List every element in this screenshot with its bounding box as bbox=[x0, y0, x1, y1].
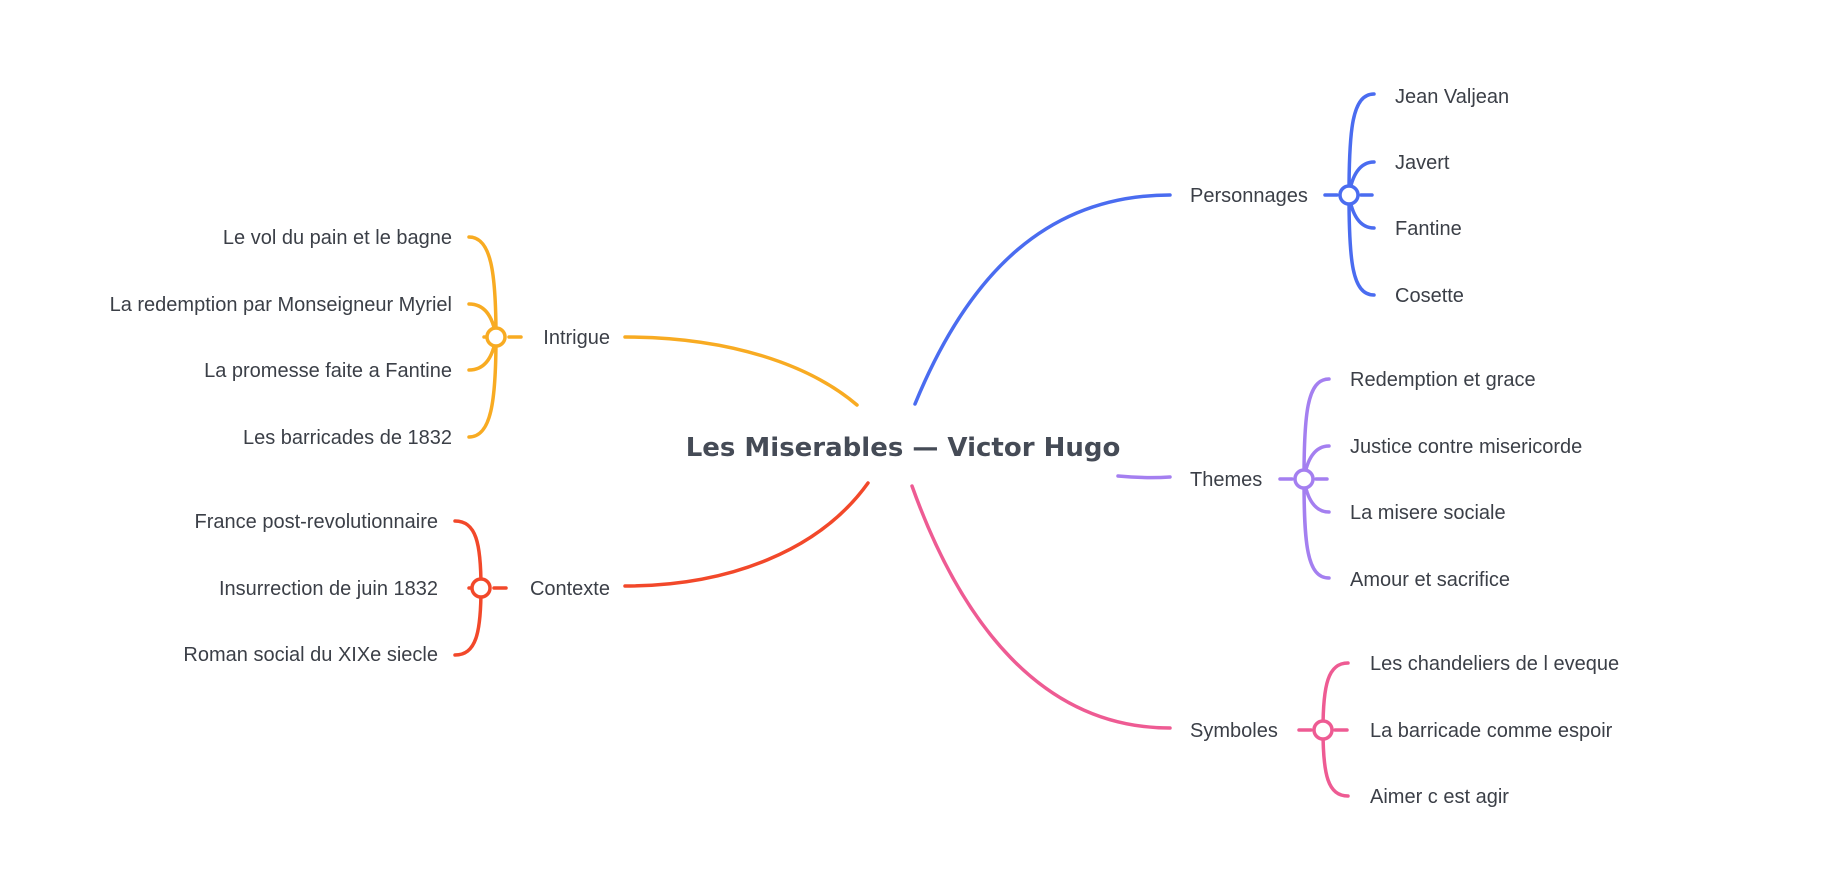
leaf-la-misere-sociale[interactable]: La misere sociale bbox=[1350, 502, 1506, 524]
branch-personnages: Personnages Jean Valjean Javert Fantine … bbox=[1190, 86, 1509, 307]
sub-connectors-symboles bbox=[1321, 661, 1350, 798]
leaf-amour-et-sacrifice[interactable]: Amour et sacrifice bbox=[1350, 569, 1510, 591]
leaf-aimer-c-est-agir[interactable]: Aimer c est agir bbox=[1370, 786, 1509, 808]
branch-label-themes[interactable]: Themes bbox=[1190, 469, 1262, 491]
central-topic[interactable]: Les Miserables — Victor Hugo bbox=[686, 433, 1121, 463]
leaf-la-redemption-myriel[interactable]: La redemption par Monseigneur Myriel bbox=[110, 294, 452, 316]
leaf-la-barricade-comme-espoir[interactable]: La barricade comme espoir bbox=[1370, 720, 1613, 742]
branch-knob-intrigue[interactable] bbox=[485, 326, 507, 348]
connector-personnages bbox=[913, 193, 1172, 406]
leaf-le-vol-du-pain[interactable]: Le vol du pain et le bagne bbox=[223, 227, 452, 249]
leaf-insurrection-juin-1832[interactable]: Insurrection de juin 1832 bbox=[219, 578, 438, 600]
branch-contexte: Contexte France post-revolutionnaire Ins… bbox=[183, 511, 610, 666]
sub-connectors-themes bbox=[1302, 377, 1331, 580]
connector-contexte bbox=[623, 481, 870, 588]
branch-symboles: Symboles Les chandeliers de l eveque La … bbox=[1190, 653, 1619, 808]
leaf-france-post-revolutionnaire[interactable]: France post-revolutionnaire bbox=[195, 511, 438, 533]
leaf-justice-contre-misericorde[interactable]: Justice contre misericorde bbox=[1350, 436, 1582, 458]
sub-connectors-personnages bbox=[1347, 92, 1376, 297]
branch-label-personnages[interactable]: Personnages bbox=[1190, 185, 1308, 207]
branch-label-intrigue[interactable]: Intrigue bbox=[543, 327, 610, 349]
leaf-les-barricades-1832[interactable]: Les barricades de 1832 bbox=[243, 427, 452, 449]
branch-label-symboles[interactable]: Symboles bbox=[1190, 720, 1278, 742]
leaf-cosette[interactable]: Cosette bbox=[1395, 285, 1464, 307]
branch-knob-personnages[interactable] bbox=[1338, 184, 1360, 206]
branch-label-contexte[interactable]: Contexte bbox=[530, 578, 610, 600]
leaf-les-chandeliers[interactable]: Les chandeliers de l eveque bbox=[1370, 653, 1619, 675]
branch-intrigue: Intrigue Le vol du pain et le bagne La r… bbox=[110, 227, 610, 449]
leaf-fantine[interactable]: Fantine bbox=[1395, 218, 1462, 240]
branch-knob-contexte[interactable] bbox=[470, 577, 492, 599]
connector-symboles bbox=[910, 484, 1172, 730]
branch-knob-themes[interactable] bbox=[1293, 468, 1315, 490]
connector-intrigue bbox=[623, 335, 859, 407]
branch-knob-symboles[interactable] bbox=[1312, 719, 1334, 741]
leaf-jean-valjean[interactable]: Jean Valjean bbox=[1395, 86, 1509, 108]
leaf-javert[interactable]: Javert bbox=[1395, 152, 1450, 174]
leaf-redemption-et-grace[interactable]: Redemption et grace bbox=[1350, 369, 1536, 391]
leaf-la-promesse-fantine[interactable]: La promesse faite a Fantine bbox=[204, 360, 452, 382]
leaf-roman-social-xixe[interactable]: Roman social du XIXe siecle bbox=[183, 644, 438, 666]
sub-connectors-intrigue bbox=[467, 235, 498, 439]
branch-themes: Themes Redemption et grace Justice contr… bbox=[1190, 369, 1582, 591]
sub-connectors-contexte bbox=[453, 519, 483, 657]
connector-themes bbox=[1116, 474, 1172, 480]
